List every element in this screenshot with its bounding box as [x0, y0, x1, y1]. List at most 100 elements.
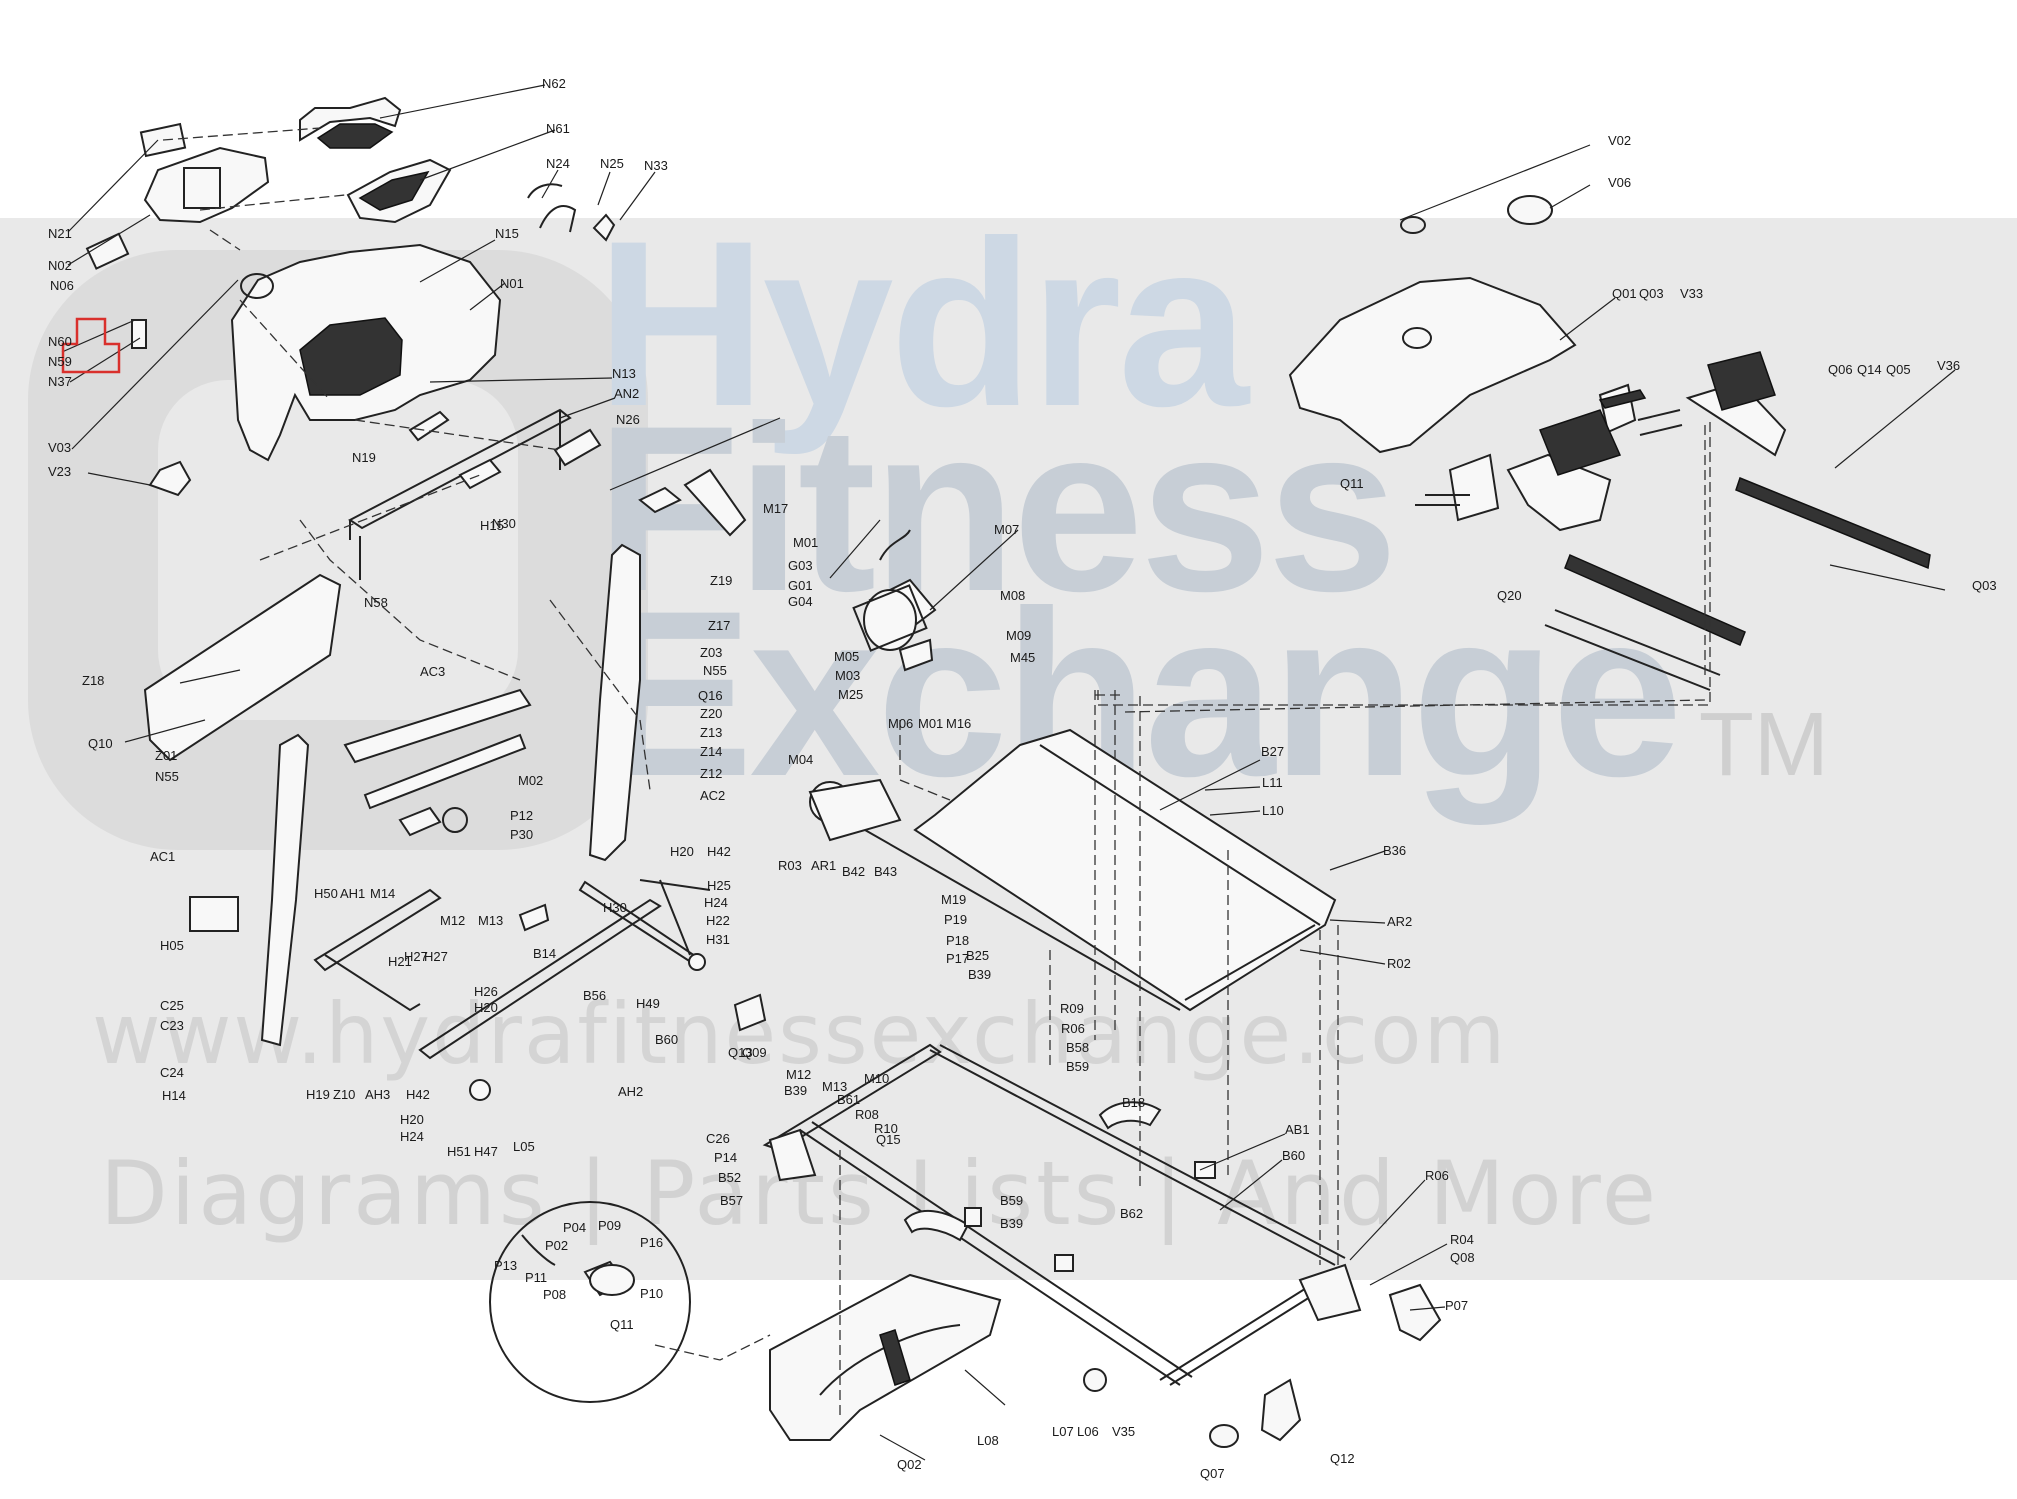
- callout-n55: N55: [155, 769, 179, 784]
- callout-g03: G03: [788, 558, 813, 573]
- callout-m19: M19: [941, 892, 966, 907]
- callout-n61: N61: [546, 121, 570, 136]
- callout-r04: R04: [1450, 1232, 1474, 1247]
- callout-m45: M45: [1010, 650, 1035, 665]
- callout-n06: N06: [50, 278, 74, 293]
- callout-q13: Q13: [728, 1045, 753, 1060]
- callout-q11: Q11: [1340, 476, 1364, 491]
- callout-n58: N58: [364, 595, 388, 610]
- callout-z10: Z10: [333, 1087, 355, 1102]
- leader-lines: [61, 84, 1956, 1461]
- callout-z19: Z19: [710, 573, 732, 588]
- watermark-tagline: Diagrams | Parts Lists | And More: [100, 1142, 1660, 1245]
- callout-ar1: AR1: [811, 858, 836, 873]
- highlight-arrow-icon: [61, 317, 121, 374]
- callout-r08: R08: [855, 1107, 879, 1122]
- callout-g04: G04: [788, 594, 813, 609]
- callout-m14: M14: [370, 886, 395, 901]
- callout-z13: Z13: [700, 725, 722, 740]
- watermark-url: www.hydrafitnessexchange.com: [92, 985, 1508, 1083]
- callout-v36: V36: [1937, 358, 1960, 373]
- callout-an2: AN2: [614, 386, 639, 401]
- callout-ac1: AC1: [150, 849, 175, 864]
- callout-p19: P19: [944, 912, 967, 927]
- callout-l06: L06: [1077, 1424, 1099, 1439]
- detail-inset: [489, 1201, 771, 1403]
- callout-q01: Q01: [1612, 286, 1637, 301]
- callout-q11: Q11: [610, 1317, 634, 1332]
- callout-r02: R02: [1387, 956, 1411, 971]
- callout-h20: H20: [400, 1112, 424, 1127]
- callout-m16: M16: [946, 716, 971, 731]
- callout-ab1: AB1: [1285, 1122, 1310, 1137]
- callout-m03: M03: [835, 668, 860, 683]
- callout-b61: B61: [837, 1092, 860, 1107]
- callout-r06: R06: [1425, 1168, 1449, 1183]
- callout-h20: H20: [474, 1000, 498, 1015]
- callout-h27: H27: [424, 949, 448, 964]
- callout-ah1: AH1: [340, 886, 365, 901]
- callout-b52: B52: [718, 1170, 741, 1185]
- callout-v02: V02: [1608, 133, 1631, 148]
- callout-m02: M02: [518, 773, 543, 788]
- callout-z20: Z20: [700, 706, 722, 721]
- callout-g01: G01: [788, 578, 813, 593]
- connector-lines: [162, 127, 1711, 1420]
- callout-q03: Q03: [1972, 578, 1997, 593]
- callout-p09: P09: [598, 1218, 621, 1233]
- callout-p17: P17: [946, 951, 969, 966]
- callout-q10: Q10: [88, 736, 113, 751]
- callout-p30: P30: [510, 827, 533, 842]
- callout-n55: N55: [703, 663, 727, 678]
- callout-m06: M06: [888, 716, 913, 731]
- running-deck: [808, 728, 1337, 1012]
- callout-n02: N02: [48, 258, 72, 273]
- callout-h20: H20: [670, 844, 694, 859]
- callout-h47: H47: [474, 1144, 498, 1159]
- callout-h42: H42: [406, 1087, 430, 1102]
- callout-v23: V23: [48, 464, 71, 479]
- callout-c26: C26: [706, 1131, 730, 1146]
- callout-ah2: AH2: [618, 1084, 643, 1099]
- callout-v33: V33: [1680, 286, 1703, 301]
- callout-c24: C24: [160, 1065, 184, 1080]
- callout-h51: H51: [447, 1144, 471, 1159]
- drive-motor: [852, 529, 937, 672]
- callout-m01: M01: [793, 535, 818, 550]
- callout-n24: N24: [546, 156, 570, 171]
- callout-r06: R06: [1061, 1021, 1085, 1036]
- callout-p14: P14: [714, 1150, 737, 1165]
- callout-n59: N59: [48, 354, 72, 369]
- callout-b57: B57: [720, 1193, 743, 1208]
- callout-h50: H50: [314, 886, 338, 901]
- bottom-tray: [769, 1273, 1002, 1441]
- callout-h14: H14: [162, 1088, 186, 1103]
- motor-hood-and-rails: [1288, 195, 1931, 691]
- callout-h25: H25: [707, 878, 731, 893]
- callout-b62: B62: [1120, 1206, 1143, 1221]
- callout-n33: N33: [644, 158, 668, 173]
- callout-m25: M25: [838, 687, 863, 702]
- callout-m12: M12: [786, 1067, 811, 1082]
- callout-n26: N26: [616, 412, 640, 427]
- callout-c25: C25: [160, 998, 184, 1013]
- callout-z03: Z03: [700, 645, 722, 660]
- callout-b39: B39: [1000, 1216, 1023, 1231]
- callout-p07: P07: [1445, 1298, 1468, 1313]
- callout-m05: M05: [834, 649, 859, 664]
- callout-n37: N37: [48, 374, 72, 389]
- callout-n15: N15: [495, 226, 519, 241]
- callout-p11: P11: [525, 1270, 547, 1285]
- callout-h24: H24: [704, 895, 728, 910]
- base-frame: [733, 993, 1442, 1448]
- callout-n01: N01: [500, 276, 524, 291]
- callout-n62: N62: [542, 76, 566, 91]
- callout-q06: Q06: [1828, 362, 1853, 377]
- callout-m13: M13: [822, 1079, 847, 1094]
- callout-l10: L10: [1262, 803, 1284, 818]
- callout-m12: M12: [440, 913, 465, 928]
- callout-b42: B42: [842, 864, 865, 879]
- callout-b14: B14: [533, 946, 556, 961]
- callout-m07: M07: [994, 522, 1019, 537]
